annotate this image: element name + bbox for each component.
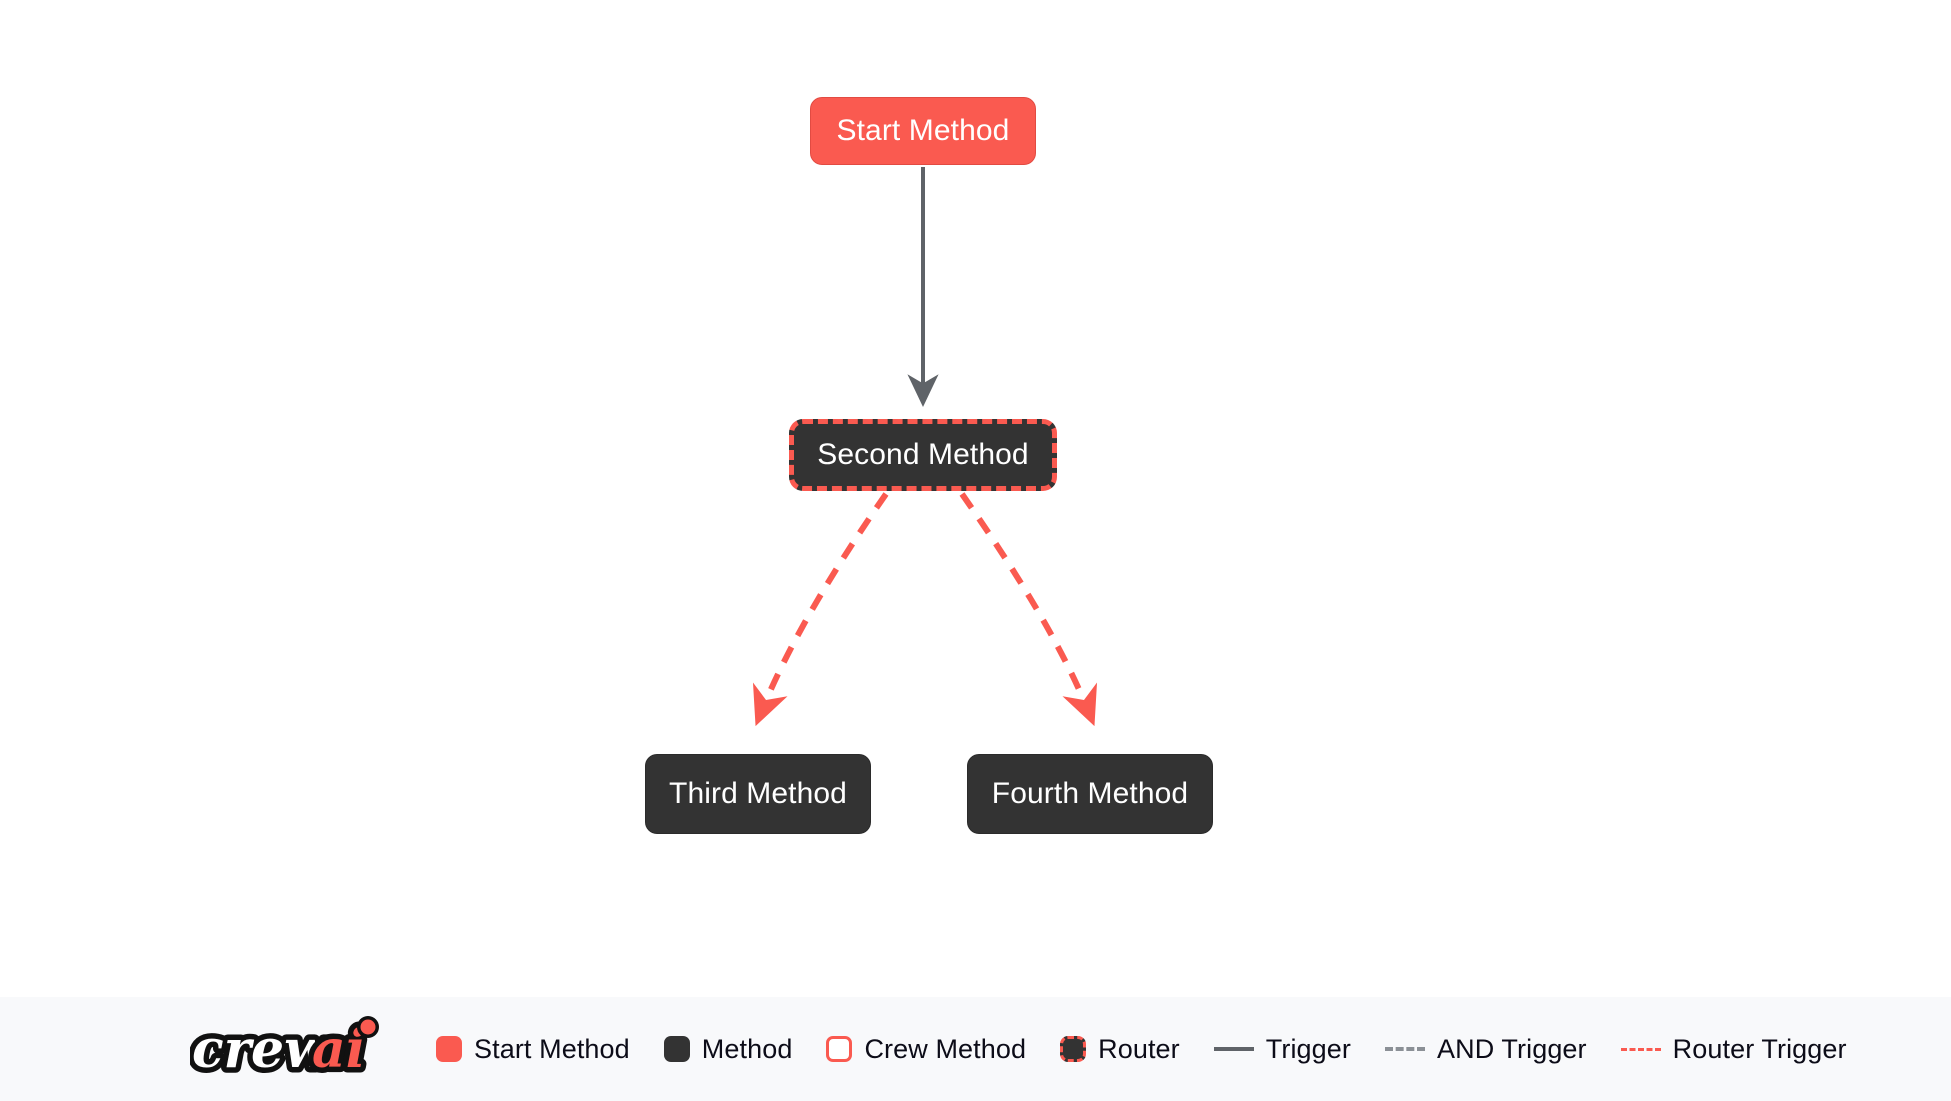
node-start-method-label: Start Method [836,114,1010,147]
node-third-method[interactable]: Third Method [645,754,871,834]
and-trigger-line-icon [1385,1047,1425,1051]
legend-item-start-method: Start Method [436,1034,630,1065]
node-start-method[interactable]: Start Method [810,97,1036,165]
legend-item-method: Method [663,1033,793,1065]
legend-label-and-trigger: AND Trigger [1437,1033,1587,1064]
crew-method-swatch-icon [826,1036,853,1062]
legend-label-crew-method: Crew Method [864,1033,1027,1064]
edge-second-to-third [752,492,889,727]
node-fourth-method-label: Fourth Method [991,777,1189,810]
legend-label-start-method: Start Method [474,1033,630,1064]
legend-label-method: Method [701,1033,793,1064]
legend-item-and-trigger: AND Trigger [1385,1034,1587,1065]
router-swatch-icon [1060,1036,1087,1062]
node-third-method-label: Third Method [669,777,847,810]
legend-item-trigger: Trigger [1213,1033,1351,1065]
node-second-method[interactable]: Second Method [789,419,1057,491]
edge-second-to-fourth [959,492,1098,727]
legend-bar: crew crew ai ai Start Method Method Crew… [0,997,1951,1101]
legend-label-router: Router [1098,1033,1180,1064]
crewai-logo: crew crew ai ai [187,1013,400,1086]
legend-item-router-trigger: Router Trigger [1620,1033,1847,1065]
legend-label-router-trigger: Router Trigger [1672,1033,1847,1064]
legend-item-router: Router [1060,1034,1180,1065]
router-trigger-line-icon [1620,1047,1661,1051]
flow-diagram-canvas: Start Method Second Method Third Method … [645,97,1213,834]
logo-crew-outline: crew [192,1019,331,1080]
logo-dot [360,1019,376,1035]
trigger-line-icon [1213,1047,1254,1051]
logo-ai-fill: ai [312,1019,365,1080]
logo-crew-fill: crew [192,1019,331,1080]
method-swatch-icon [663,1036,690,1062]
legend-label-trigger: Trigger [1265,1033,1351,1064]
node-second-method-label: Second Method [817,438,1029,471]
start-method-swatch-icon [436,1036,462,1062]
node-fourth-method[interactable]: Fourth Method [967,754,1213,834]
legend-item-crew-method: Crew Method [826,1034,1026,1065]
